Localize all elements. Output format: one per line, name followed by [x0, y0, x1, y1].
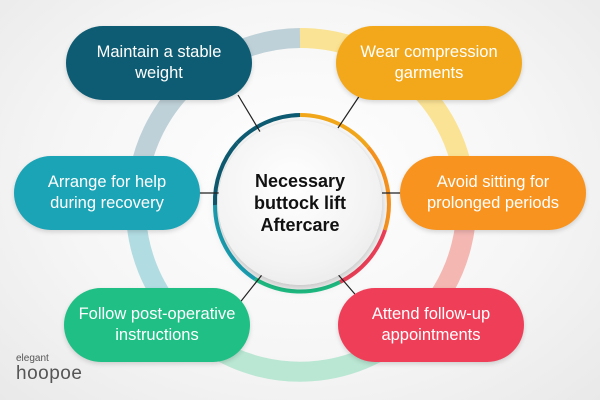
brand-line2: hoopoe [16, 363, 83, 384]
item-follow-up: Attend follow-up appointments [338, 288, 524, 362]
item-compression-garments: Wear compression garments [336, 26, 522, 100]
brand-line1: elegant [16, 353, 49, 364]
item-follow-instructions: Follow post-operative instructions [64, 288, 250, 362]
item-maintain-weight: Maintain a stable weight [66, 26, 252, 100]
item-label: Attend follow-up appointments [371, 305, 491, 344]
center-title: Necessary buttock lift Aftercare [254, 171, 346, 235]
item-label: Arrange for help during recovery [47, 173, 167, 212]
item-label: Follow post-operative instructions [78, 305, 236, 344]
brand-logo: elegant hoopoe [16, 354, 82, 384]
item-label: Avoid sitting for prolonged periods [426, 173, 560, 212]
item-label: Wear compression garments [360, 43, 498, 82]
item-label: Maintain a stable weight [96, 43, 222, 82]
center-circle: Necessary buttock lift Aftercare [218, 121, 382, 285]
item-arrange-help: Arrange for help during recovery [14, 156, 200, 230]
item-avoid-sitting: Avoid sitting for prolonged periods [400, 156, 586, 230]
